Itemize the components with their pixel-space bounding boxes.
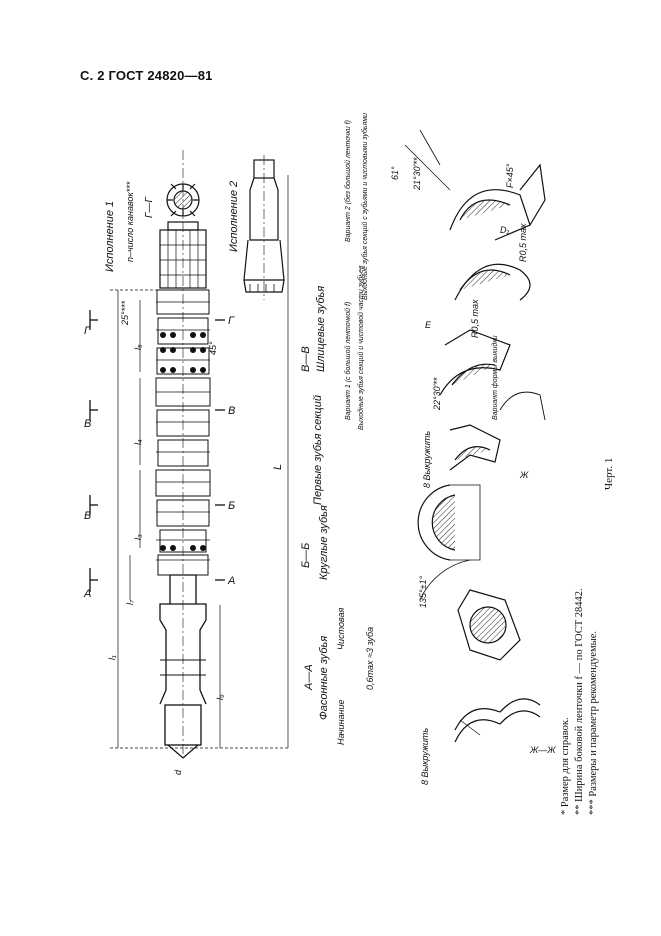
footnote-1: * Размер для справок. <box>560 717 571 815</box>
execution-2-label: Исполнение 2 <box>228 180 240 252</box>
section-aa-sketch <box>419 559 541 743</box>
broach-body <box>155 150 211 759</box>
mark-d1: D₁ <box>500 225 510 235</box>
spline-blobs <box>160 332 206 551</box>
section-gg-title: Г—Г <box>144 197 155 218</box>
mark-B-left: Б <box>84 510 92 522</box>
mark-G-right: Г <box>228 315 234 327</box>
mark-zh: Ж <box>520 470 529 480</box>
dim-grooves: 0,6max ≈3 зуба <box>365 626 375 690</box>
note-nach: Начинание <box>336 699 346 746</box>
dimension-lines <box>110 175 290 749</box>
mark-B-right: Б <box>228 500 236 512</box>
dim-ang61: 61° <box>390 166 400 180</box>
section-vv-sketch <box>439 263 546 421</box>
footnote-3: *** Размеры и параметр рекомендуемые. <box>588 631 599 815</box>
note-vysh2: Выходные зубья секций с зубьями и чистов… <box>362 112 369 300</box>
mark-V-left: В <box>84 418 92 430</box>
mark-V-right: В <box>228 405 236 417</box>
dim-L: L <box>272 463 284 470</box>
dim-l5: l₅ <box>133 344 143 350</box>
figure-label: Черт. 1 <box>603 457 615 490</box>
note-chist: Чистовая <box>336 607 346 650</box>
dim-ang45: 45° <box>208 341 218 355</box>
dim-angle-ret: 135°±1° <box>418 575 428 608</box>
dim-ang25: 25°*** <box>120 300 130 325</box>
dim-l7: l₇ <box>125 599 135 605</box>
note-var1: Вариант 1 (с большой ленточкой f) <box>345 301 352 420</box>
dim-l4: l₄ <box>133 439 143 445</box>
dim-r05-b: R0,5 max <box>518 223 528 262</box>
section-bb-sketch <box>417 484 481 561</box>
section-aa-subtitle: Фасонные зубья <box>318 635 330 720</box>
note-var2: Вариант 2 (без большой ленточки f) <box>345 120 352 242</box>
dim-r05-a: R0,5 max <box>470 299 480 338</box>
page-header: С. 2 ГОСТ 24820—81 <box>80 68 213 83</box>
dim-l1: l₁ <box>107 655 117 660</box>
section-top-sketch <box>404 129 546 241</box>
mark-vykl-a: 8 Выкружить <box>420 727 430 785</box>
section-first-sketch <box>449 424 501 471</box>
tooth-ticks <box>156 301 210 561</box>
grooves-note: n–число канавок*** <box>125 181 135 262</box>
dim-range1: 21°30'** <box>412 157 422 190</box>
section-first-title: Первые зубья секций <box>312 395 324 505</box>
mark-G-left: Г <box>84 325 90 337</box>
dim-l9: l₉ <box>215 694 225 700</box>
mark-e: Е <box>425 320 432 330</box>
note-forma: Вариант формы выкидки <box>492 335 499 420</box>
execution-2-broach <box>243 155 285 300</box>
execution-1-label: Исполнение 1 <box>104 200 116 272</box>
mark-A-left: А <box>84 588 92 600</box>
section-gg-star <box>166 183 200 217</box>
mark-zh-zh: Ж—Ж <box>530 745 556 755</box>
mark-A-right: А <box>228 575 236 587</box>
section-bb-subtitle: Круглые зубья <box>318 505 330 580</box>
section-bb-title: Б—Б <box>300 542 312 568</box>
dim-range2: 22°30'** <box>432 377 442 410</box>
section-vv-subtitle: Шлицевые зубья <box>315 285 327 372</box>
footnote-2: ** Ширина боковой ленточки f — по ГОСТ 2… <box>574 588 585 815</box>
section-markers <box>89 310 225 592</box>
section-aa-title: А—А <box>303 664 315 690</box>
dim-d: d <box>173 769 183 775</box>
dim-f45: F×45° <box>505 163 515 188</box>
dim-l3: l₃ <box>133 534 143 540</box>
section-vv-title: В—В <box>300 346 312 372</box>
mark-vykl-b: 8 Выкружить <box>422 430 432 488</box>
